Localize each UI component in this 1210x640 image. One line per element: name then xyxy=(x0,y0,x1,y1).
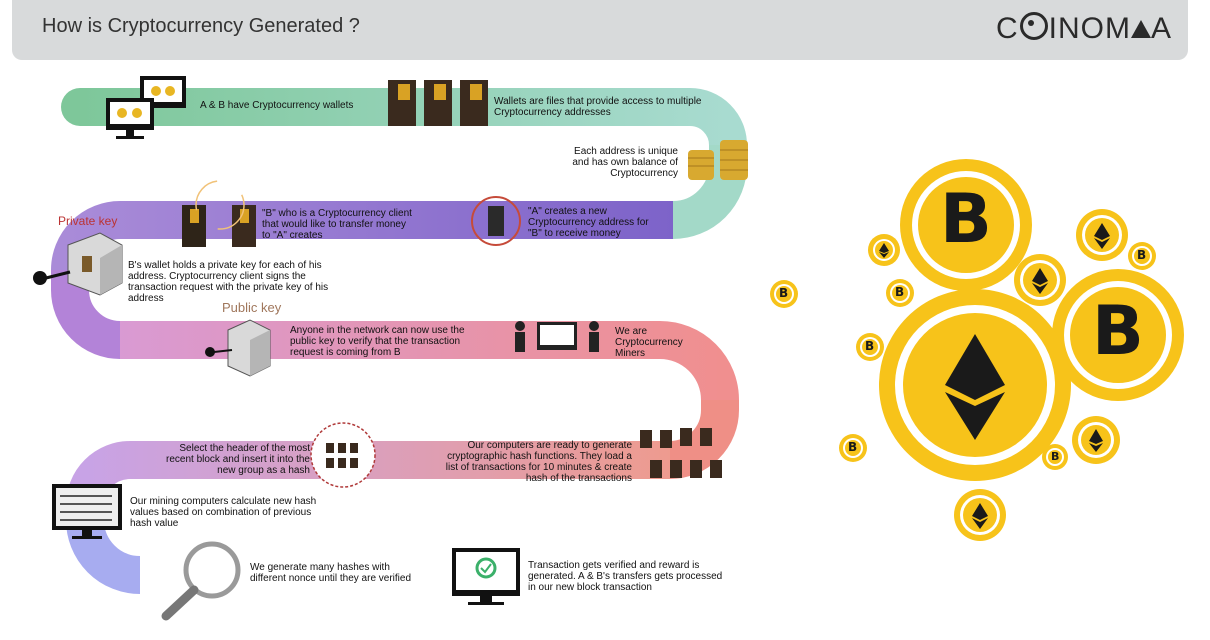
bitcoin-icon: B xyxy=(848,440,858,454)
key-icon xyxy=(33,270,71,285)
step-header-label: Select the header of the most recent blo… xyxy=(166,443,310,476)
bitcoin-icon: B xyxy=(1137,248,1147,262)
coin-stack-icon xyxy=(688,140,748,180)
computer-hash-icon xyxy=(52,484,122,539)
step-b-transfer-label: "B" who is a Cryptocurrency client that … xyxy=(262,208,412,241)
step-wallets-label: A & B have Cryptocurrency wallets xyxy=(200,100,354,111)
wallet-icon xyxy=(388,80,488,126)
public-key-label: Public key xyxy=(222,300,282,315)
miners-icon xyxy=(515,321,599,352)
bitcoin-icon: B xyxy=(940,180,992,259)
path-band-2-turn xyxy=(51,270,122,359)
wallet-icon-b xyxy=(182,180,256,247)
step-public-key-label: Anyone in the network can now use the pu… xyxy=(290,325,465,358)
path-band-3 xyxy=(120,321,739,401)
magnifier-icon xyxy=(161,541,241,621)
page-title: How is Cryptocurrency Generated ? xyxy=(42,15,360,37)
step-a-address-label: "A" creates a new Cryptocurrency address… xyxy=(528,206,649,239)
step-calculate-label: Our mining computers calculate new hash … xyxy=(130,496,317,529)
step-miners-label: We are Cryptocurrency Miners xyxy=(615,326,683,359)
path-band-1 xyxy=(61,88,747,164)
step-verified-label: Transaction gets verified and reward is … xyxy=(528,560,723,593)
safe-box-icon xyxy=(67,232,123,296)
monitor-icon xyxy=(106,76,186,139)
verified-monitor-icon xyxy=(452,548,520,605)
step-generate-hashes-label: We generate many hashes with different n… xyxy=(250,562,412,584)
bitcoin-icon: B xyxy=(779,286,789,300)
bitcoin-icon: B xyxy=(895,285,905,299)
wallet-grid-icon xyxy=(640,428,722,478)
bitcoin-icon: B xyxy=(865,339,875,353)
step-address-label: Each address is unique and has own balan… xyxy=(572,146,678,179)
step-private-key-label: B's wallet holds a private key for each … xyxy=(128,260,329,304)
private-key-label: Private key xyxy=(58,214,118,228)
wallet-circle-icon xyxy=(471,196,521,246)
step-hash-functions-label: Our computers are ready to generate cryp… xyxy=(445,440,632,484)
step-wallet-files-label: Wallets are files that provide access to… xyxy=(494,96,702,118)
coin-cluster xyxy=(770,159,1184,541)
public-safe-box-icon xyxy=(205,319,271,377)
bitcoin-icon: B xyxy=(1092,292,1144,371)
block-circle-icon xyxy=(310,422,376,488)
bitcoin-icon: B xyxy=(1051,450,1060,463)
path-band-3-turn xyxy=(668,400,739,479)
process-flow-diagram xyxy=(33,76,1184,621)
